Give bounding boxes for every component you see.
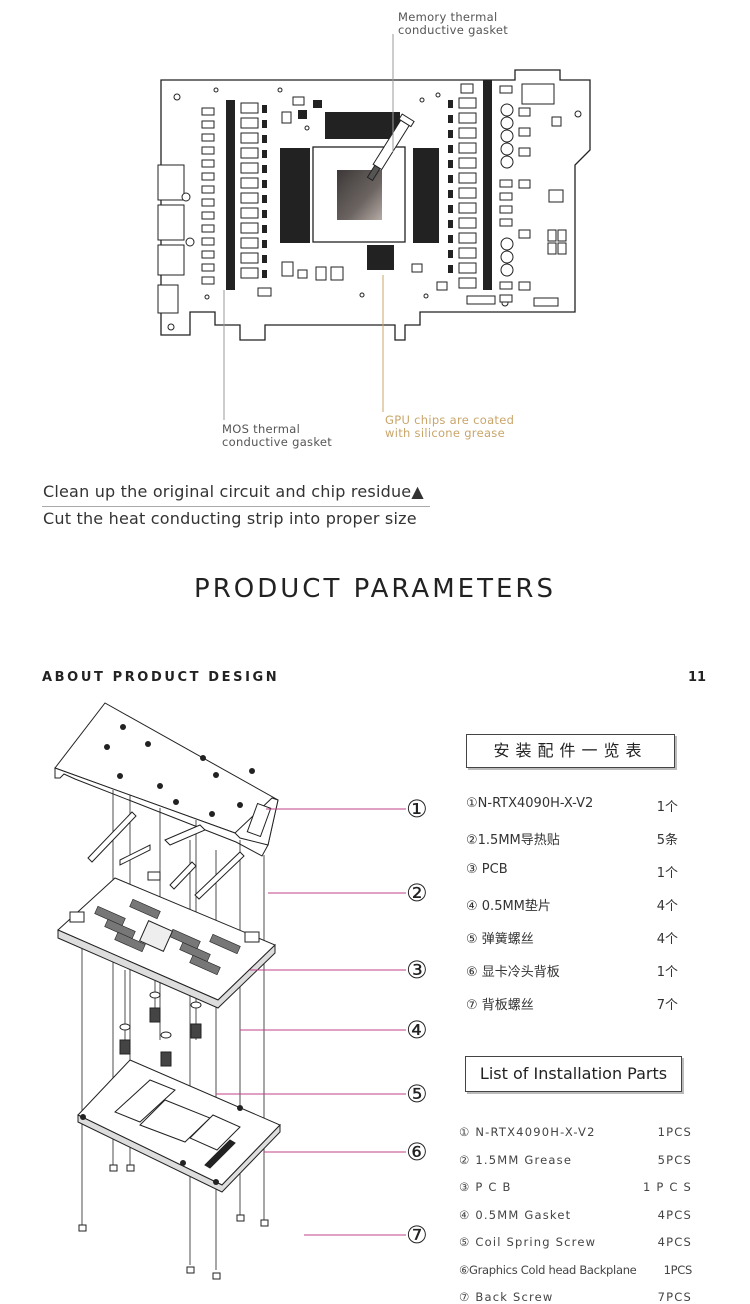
list-item: ①N-RTX4090H-X-V2 1个 — [466, 796, 678, 815]
list-item: ① N-RTX4090H-X-V2 1PCS — [459, 1125, 692, 1139]
list-item: ⑤ 弹簧螺丝 4个 — [466, 928, 678, 947]
callout-gpu-grease: GPU chips are coated with silicone greas… — [385, 414, 514, 440]
part-name: ⑤ Coil Spring Screw — [459, 1235, 597, 1249]
part-name: ⑤ 弹簧螺丝 — [466, 932, 534, 947]
part-name: ① N-RTX4090H-X-V2 — [459, 1125, 596, 1139]
part-qty: 1PCS — [657, 1125, 692, 1139]
caption-cut-strip: Cut the heat conducting strip into prope… — [43, 509, 417, 528]
part-qty: 4个 — [656, 899, 678, 914]
list-item: ③ PCB 1个 — [466, 862, 678, 881]
part-name: ⑥ 显卡冷头背板 — [466, 965, 560, 980]
callout-gpu-line1: GPU chips are coated — [385, 413, 515, 427]
part-name: ④ 0.5MM垫片 — [466, 899, 551, 914]
pcb-diagram — [157, 34, 591, 420]
callout-memory-gasket: Memory thermal conductive gasket — [398, 11, 508, 37]
part-name: ② 1.5MM Grease — [459, 1153, 573, 1167]
list-item: ④ 0.5MM垫片 4个 — [466, 895, 678, 914]
part-qty: 1个 — [656, 866, 678, 881]
list-item: ④ 0.5MM Gasket 4PCS — [459, 1208, 692, 1222]
list-item: ③ P C B 1 P C S — [459, 1180, 692, 1194]
part-name: ⑦ 背板螺丝 — [466, 998, 534, 1013]
caption-divider — [42, 506, 430, 507]
part-name: ③ P C B — [459, 1180, 512, 1194]
callout-mos-gasket: MOS thermal conductive gasket — [222, 423, 332, 449]
caption-clean-up: Clean up the original circuit and chip r… — [43, 482, 424, 501]
part-qty: 5PCS — [657, 1153, 692, 1167]
callout-6: ⑥ — [406, 1138, 428, 1166]
callout-1: ① — [406, 795, 428, 823]
list-item: ⑦ 背板螺丝 7个 — [466, 994, 678, 1013]
part-qty: 4PCS — [657, 1208, 692, 1222]
list-item: ⑥Graphics Cold head Backplane 1PCS — [459, 1263, 692, 1277]
callout-mos-line2: conductive gasket — [222, 435, 333, 449]
list-item: ②1.5MM导热贴 5条 — [466, 829, 678, 848]
part-name: ④ 0.5MM Gasket — [459, 1208, 572, 1222]
callout-gpu-line2: with silicone grease — [385, 426, 505, 440]
callout-5: ⑤ — [406, 1080, 428, 1108]
part-qty: 5条 — [656, 833, 678, 848]
part-name: ②1.5MM导热贴 — [466, 833, 560, 848]
part-qty: 1 P C S — [643, 1180, 692, 1194]
parts-list-en-title: List of Installation Parts — [465, 1056, 682, 1092]
part-qty: 4个 — [656, 932, 678, 947]
part-name: ⑦ Back Screw — [459, 1290, 554, 1304]
list-item: ⑤ Coil Spring Screw 4PCS — [459, 1235, 692, 1249]
callout-memory-line1: Memory thermal — [398, 10, 498, 24]
part-qty: 7PCS — [657, 1290, 692, 1304]
list-item: ② 1.5MM Grease 5PCS — [459, 1153, 692, 1167]
callout-memory-line2: conductive gasket — [398, 23, 509, 37]
callout-2: ② — [406, 879, 428, 907]
page-number: 11 — [688, 670, 707, 685]
part-qty: 1个 — [656, 800, 678, 815]
part-qty: 4PCS — [657, 1235, 692, 1249]
section-title: PRODUCT PARAMETERS — [194, 574, 556, 604]
part-qty: 7个 — [656, 998, 678, 1013]
about-label: ABOUT PRODUCT DESIGN — [42, 670, 280, 685]
list-item: ⑦ Back Screw 7PCS — [459, 1290, 692, 1304]
parts-list-cn-title: 安装配件一览表 — [466, 734, 675, 768]
callout-3: ③ — [406, 956, 428, 984]
part-name: ③ PCB — [466, 862, 508, 877]
list-item: ⑥ 显卡冷头背板 1个 — [466, 961, 678, 980]
part-qty: 1PCS — [663, 1263, 693, 1277]
part-name: ①N-RTX4090H-X-V2 — [466, 796, 594, 811]
part-name: ⑥Graphics Cold head Backplane — [459, 1263, 637, 1277]
callout-4: ④ — [406, 1016, 428, 1044]
part-qty: 1个 — [656, 965, 678, 980]
callout-7: ⑦ — [406, 1221, 428, 1249]
callout-mos-line1: MOS thermal — [222, 422, 301, 436]
